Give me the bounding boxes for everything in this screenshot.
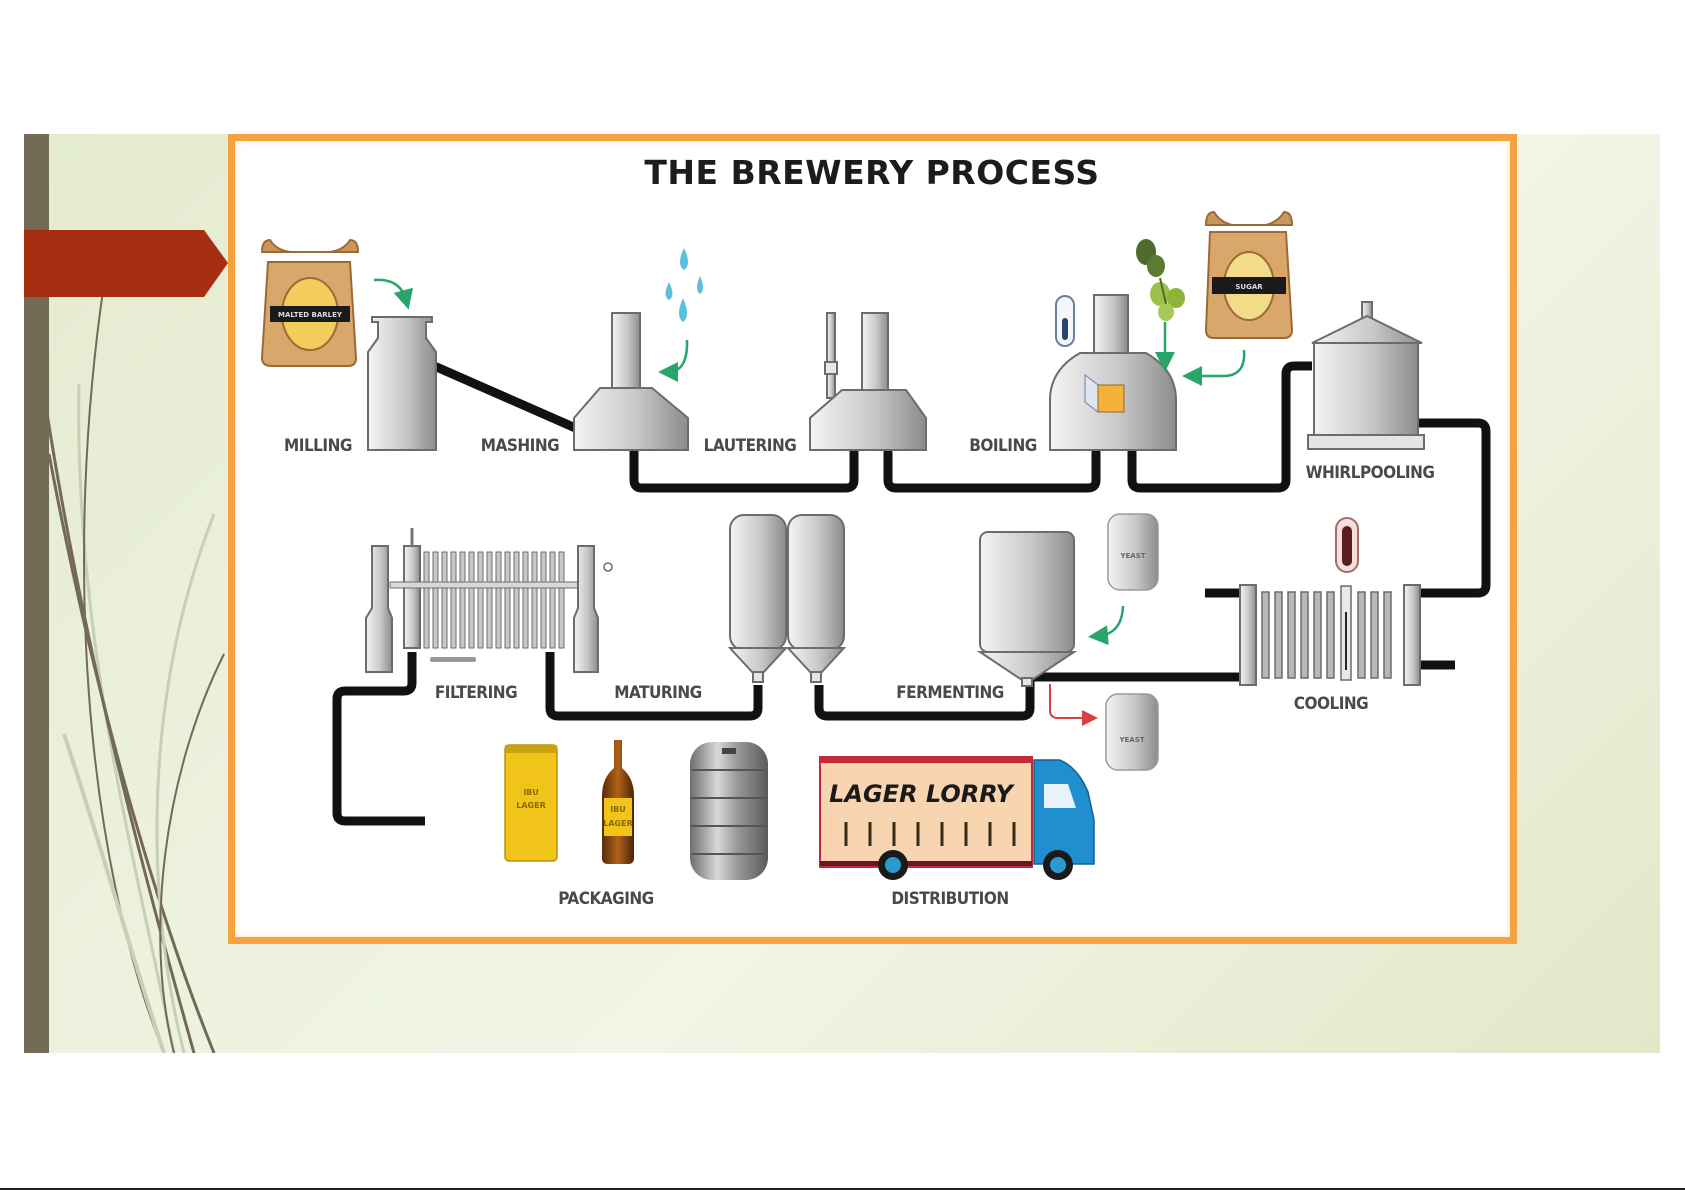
stage-label-maturing: MATURING bbox=[614, 683, 701, 703]
mash-tun-vessel bbox=[573, 312, 689, 451]
mill-vessel bbox=[367, 316, 437, 451]
stage-label-whirlpooling: WHIRLPOOLING bbox=[1306, 463, 1435, 483]
stage-label-cooling: COOLING bbox=[1294, 694, 1369, 714]
diagram-title: THE BREWERY PROCESS bbox=[644, 153, 1099, 192]
stage-label-filtering: FILTERING bbox=[435, 683, 517, 703]
stage-label-lautering: LAUTERING bbox=[704, 436, 797, 456]
stage-label-boiling: BOILING bbox=[969, 436, 1037, 456]
pipe-ferment-to-mature bbox=[814, 677, 1035, 721]
yeast-in-container-icon: YEAST bbox=[1107, 513, 1159, 591]
yeast-out-container-icon: YEAST bbox=[1105, 693, 1159, 771]
svg-text:LAGER: LAGER bbox=[516, 801, 545, 810]
pipes bbox=[332, 360, 1491, 826]
arrow-sugar-to-boil bbox=[1182, 349, 1246, 386]
beer-keg-icon bbox=[690, 742, 768, 880]
arrow-yeast-to-ferment bbox=[1088, 605, 1125, 646]
stage-label-fermenting: FERMENTING bbox=[896, 683, 1004, 703]
stage-label-distribution: DISTRIBUTION bbox=[891, 889, 1008, 909]
svg-text:IBU: IBU bbox=[523, 788, 539, 797]
svg-text:LAGER LORRY: LAGER LORRY bbox=[829, 780, 1015, 808]
beer-can-icon: IBU LAGER bbox=[504, 744, 558, 862]
boil-kettle-vessel bbox=[1049, 294, 1177, 451]
svg-text:LAGER: LAGER bbox=[603, 819, 632, 828]
beer-bottle-icon: IBU LAGER bbox=[602, 740, 634, 864]
decorative-swoosh-lines bbox=[42, 283, 225, 1053]
svg-text:YEAST: YEAST bbox=[1118, 736, 1144, 744]
lager-lorry-truck-icon: LAGER LORRY bbox=[819, 756, 1095, 880]
stage-label-mashing: MASHING bbox=[481, 436, 559, 456]
svg-text:YEAST: YEAST bbox=[1119, 552, 1145, 560]
pipe-mash-to-lauter bbox=[629, 450, 859, 493]
fermenting-vessel bbox=[976, 531, 1078, 687]
pipe-whirl-to-cool bbox=[1418, 418, 1491, 598]
svg-text:IBU: IBU bbox=[610, 805, 626, 814]
svg-text:SUGAR: SUGAR bbox=[1235, 283, 1263, 291]
thermometer-cold-icon bbox=[1335, 517, 1359, 573]
filter-press bbox=[365, 528, 613, 673]
page-bottom-border bbox=[0, 1188, 1685, 1190]
pipe-mill-to-mash bbox=[430, 360, 582, 435]
arrow-yeast-out bbox=[1049, 684, 1098, 726]
arrow-water-to-mash bbox=[658, 339, 689, 382]
thermometer-hot-icon bbox=[1055, 295, 1075, 347]
malt-sack-icon: MALTED BARLEY bbox=[260, 238, 360, 367]
stage-label-packaging: PACKAGING bbox=[558, 889, 653, 909]
hops-icon bbox=[1136, 239, 1185, 321]
sugar-sack-icon: SUGAR bbox=[1204, 210, 1294, 339]
maturing-tanks bbox=[727, 514, 847, 683]
stage-label-milling: MILLING bbox=[284, 436, 352, 456]
svg-text:MALTED BARLEY: MALTED BARLEY bbox=[278, 311, 343, 319]
pipe-mature-to-filter bbox=[545, 652, 763, 721]
red-arrow-tab bbox=[24, 230, 228, 297]
pipe-lauter-to-boil bbox=[883, 450, 1101, 493]
heat-exchanger bbox=[1239, 584, 1421, 686]
water-drops-icon bbox=[665, 248, 703, 322]
pipe-boil-to-whirl bbox=[1127, 361, 1312, 493]
whirlpool-vessel bbox=[1307, 301, 1425, 450]
lauter-tun-vessel bbox=[809, 312, 927, 451]
arrow-malt-to-mill bbox=[373, 278, 414, 310]
pipe-filter-to-package bbox=[332, 652, 425, 826]
